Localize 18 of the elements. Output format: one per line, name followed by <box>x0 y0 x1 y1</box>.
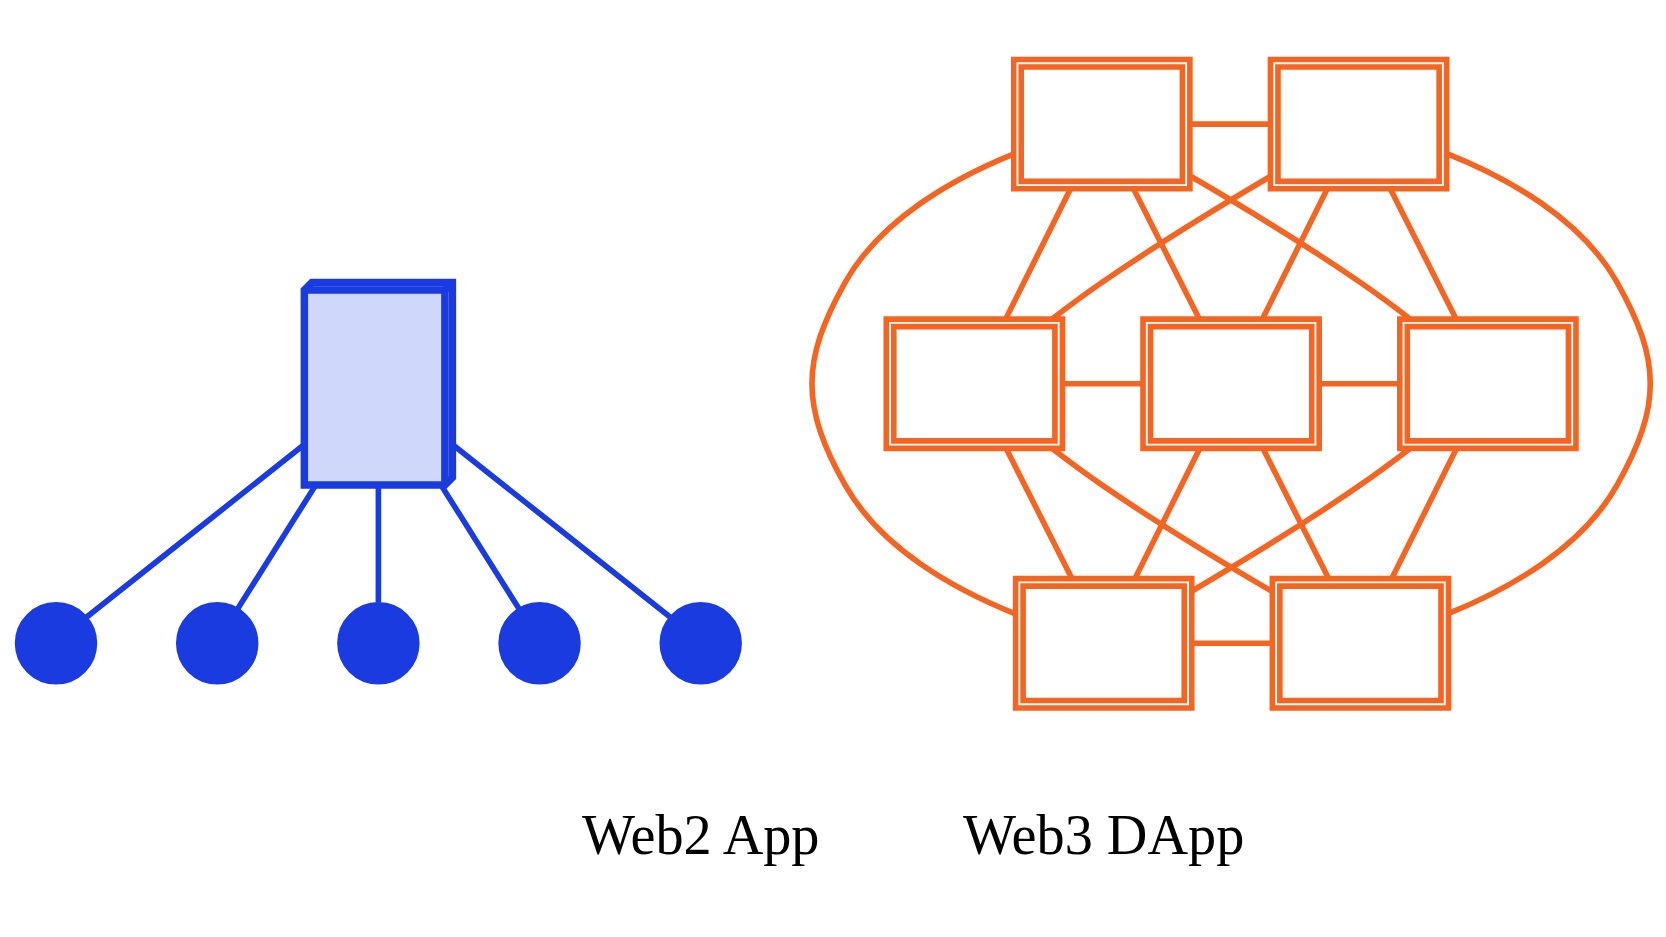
connector <box>1319 380 1400 387</box>
node-person <box>337 601 420 685</box>
connector <box>1062 380 1143 387</box>
node-computer <box>1269 575 1452 711</box>
node-person <box>175 601 259 685</box>
label: Web3 DApp <box>963 803 1245 866</box>
node-computer <box>883 315 1066 451</box>
connector <box>1190 120 1271 127</box>
node-computer <box>1012 575 1195 711</box>
label: Web2 App <box>581 803 820 866</box>
node-person <box>498 601 581 685</box>
node-computer <box>1396 315 1579 451</box>
node-person <box>659 601 742 685</box>
node-computer <box>1010 56 1193 192</box>
node-computer <box>1140 315 1322 451</box>
node-person <box>14 601 98 685</box>
node-computer <box>1267 56 1450 192</box>
connector <box>1191 640 1273 646</box>
